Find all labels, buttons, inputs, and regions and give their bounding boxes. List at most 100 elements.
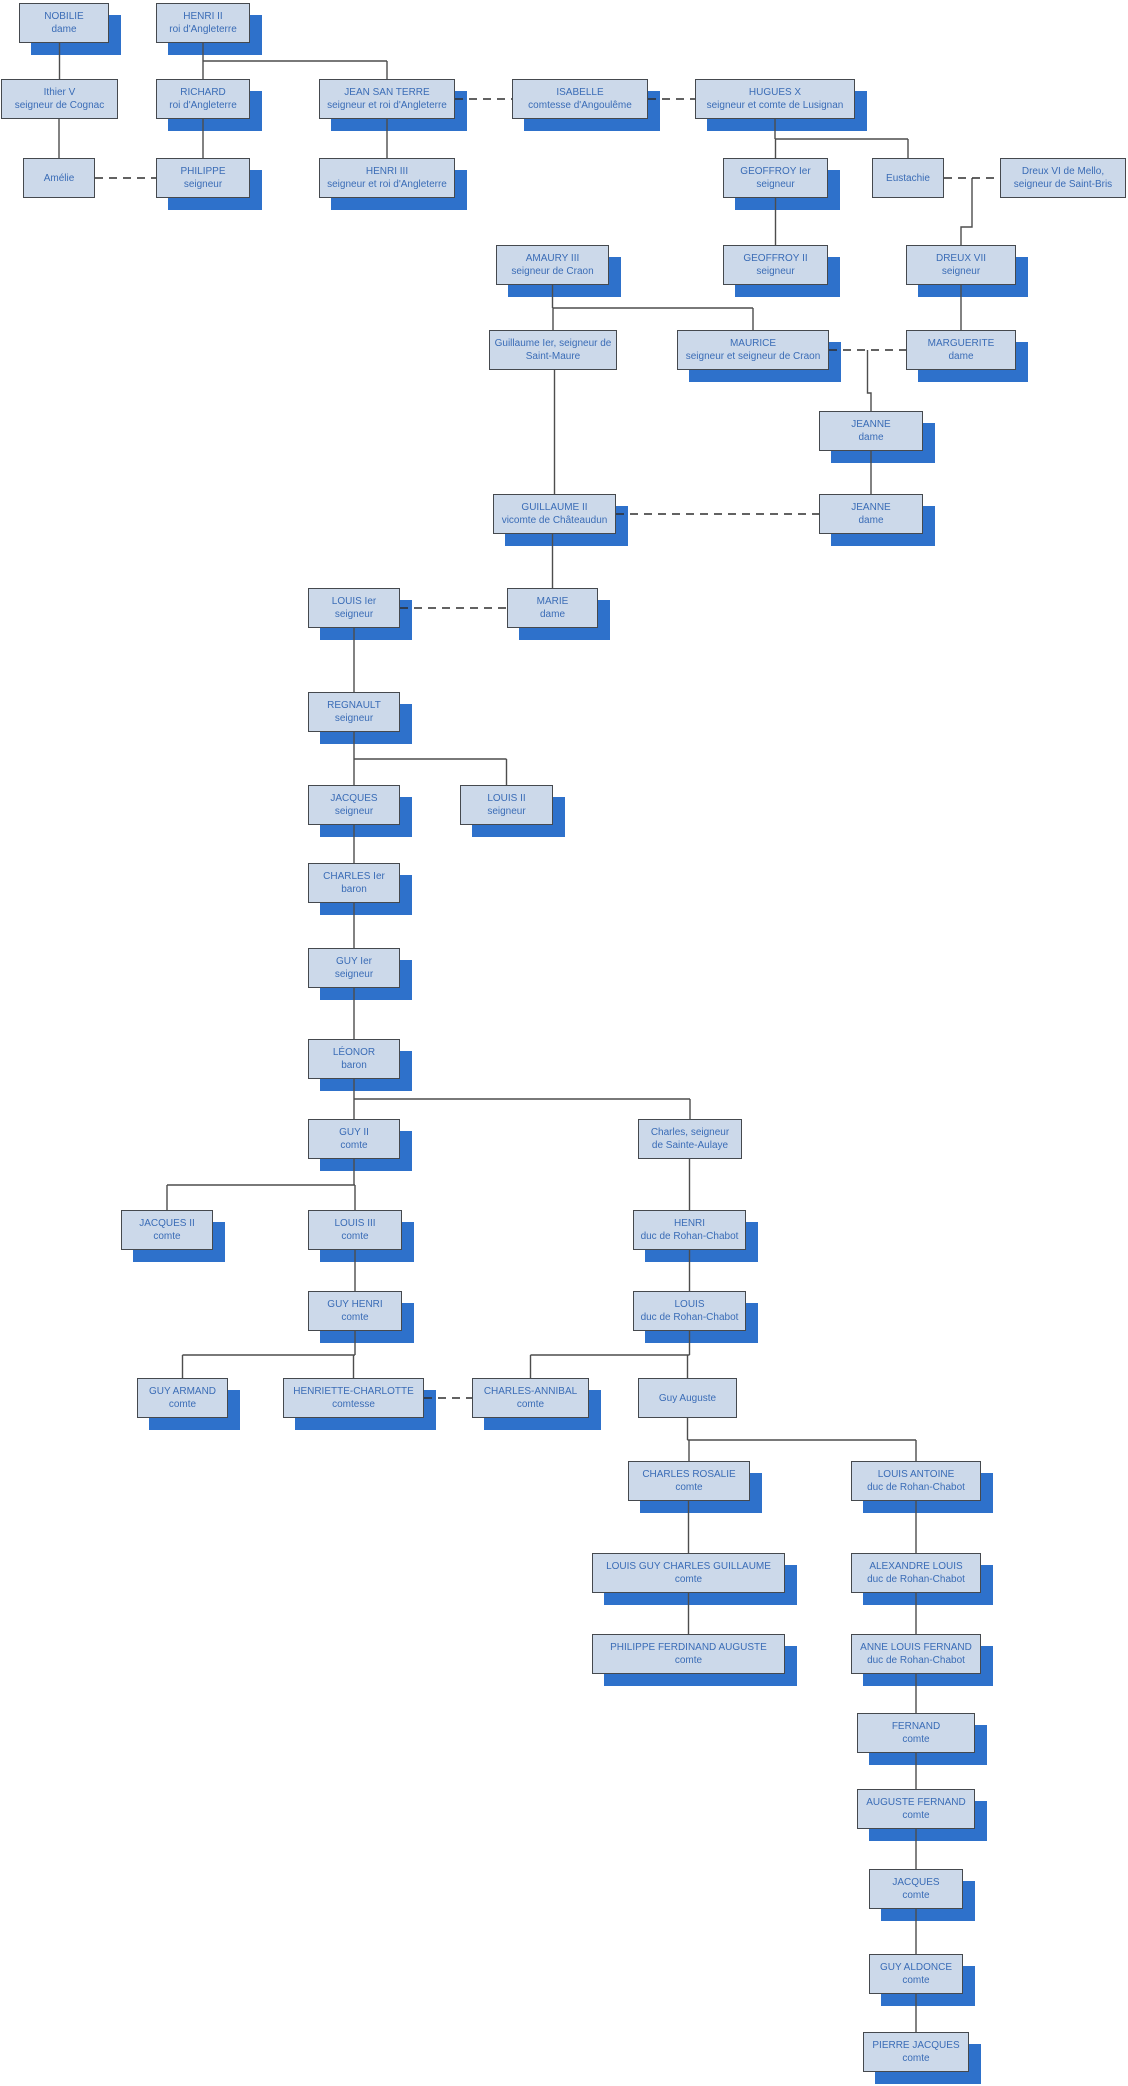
person-title: duc de Rohan-Chabot bbox=[867, 1574, 965, 1585]
person-name: JEANNE bbox=[851, 502, 891, 513]
person-name: MAURICE bbox=[729, 338, 777, 349]
person-title: comte bbox=[674, 1655, 703, 1666]
person-name: PIERRE JACQUES bbox=[872, 2040, 960, 2051]
person-title: comte bbox=[902, 1975, 930, 1986]
person-title: seigneur bbox=[334, 969, 374, 980]
person-name: HENRIETTE-CHARLOTTE bbox=[293, 1386, 414, 1397]
person-name: LOUIS III bbox=[334, 1218, 376, 1229]
person-name: Guillaume Ier, seigneur de bbox=[494, 338, 612, 349]
node-louisguy[interactable]: LOUIS GUY CHARLES GUILLAUME comte bbox=[592, 1553, 785, 1593]
node-eustachie[interactable]: Eustachie bbox=[872, 158, 944, 198]
person-name: DREUX VII bbox=[935, 253, 986, 264]
person-title: comte bbox=[168, 1399, 197, 1410]
person-name: AMAURY III bbox=[525, 253, 580, 264]
person-name: HENRI bbox=[673, 1218, 706, 1229]
person-title: seigneur bbox=[334, 609, 374, 620]
person-name: JACQUES bbox=[892, 1877, 940, 1888]
person-name: LOUIS GUY CHARLES GUILLAUME bbox=[606, 1561, 771, 1572]
person-title: comte bbox=[340, 1140, 368, 1151]
person-name: PHILIPPE bbox=[180, 166, 226, 177]
person-name: PHILIPPE FERDINAND AUGUSTE bbox=[610, 1642, 767, 1653]
person-name: Amélie bbox=[43, 172, 75, 184]
person-title: vicomte de Châteaudun bbox=[501, 515, 608, 526]
person-name: Dreux VI de Mello, bbox=[1021, 166, 1105, 177]
marriage-lines bbox=[95, 98, 1000, 1399]
descent-lines bbox=[58, 43, 973, 2032]
person-title: Saint-Maure bbox=[525, 351, 581, 362]
person-name: Charles, seigneur bbox=[650, 1127, 730, 1138]
node-guillaume1[interactable]: Guillaume Ier, seigneur de Saint-Maure bbox=[489, 330, 617, 370]
person-title: comte bbox=[675, 1482, 703, 1493]
node-fernand[interactable]: FERNAND comte bbox=[857, 1713, 975, 1753]
person-name: AUGUSTE FERNAND bbox=[866, 1797, 966, 1808]
person-title: dame bbox=[858, 432, 884, 443]
node-guyauguste[interactable]: Guy Auguste bbox=[638, 1378, 737, 1418]
person-title: comte bbox=[674, 1574, 703, 1585]
person-name: HUGUES X bbox=[748, 87, 802, 98]
node-guillaume2[interactable]: GUILLAUME II vicomte de Châteaudun bbox=[493, 494, 616, 534]
person-name: MARIE bbox=[536, 596, 569, 607]
person-name: ISABELLE bbox=[556, 87, 604, 98]
node-philippeFA[interactable]: PHILIPPE FERDINAND AUGUSTE comte bbox=[592, 1634, 785, 1674]
node-jeansanterre[interactable]: JEAN SAN TERRE seigneur et roi d'Angleter… bbox=[319, 79, 455, 119]
person-name: CHARLES-ANNIBAL bbox=[483, 1386, 578, 1397]
node-charlesannibal[interactable]: CHARLES-ANNIBAL comte bbox=[472, 1378, 589, 1418]
node-dreux6[interactable]: Dreux VI de Mello,seigneur de Saint-Bris bbox=[1000, 158, 1126, 198]
person-title: comte bbox=[902, 1734, 930, 1745]
person-name: GEOFFROY II bbox=[743, 253, 808, 264]
person-title: duc de Rohan-Chabot bbox=[867, 1655, 965, 1666]
person-name: Eustachie bbox=[886, 172, 930, 184]
node-amelie[interactable]: Amélie bbox=[23, 158, 95, 198]
person-title: seigneur et roi d'Angleterre bbox=[327, 100, 447, 111]
person-name: REGNAULT bbox=[327, 700, 381, 711]
person-name: JACQUES bbox=[330, 793, 378, 804]
person-name: JEAN SAN TERRE bbox=[344, 87, 430, 98]
person-title: duc de Rohan-Chabot bbox=[640, 1312, 739, 1323]
person-name: FERNAND bbox=[891, 1721, 941, 1732]
person-name: GUILLAUME II bbox=[521, 502, 588, 513]
person-title: comte bbox=[516, 1399, 545, 1410]
